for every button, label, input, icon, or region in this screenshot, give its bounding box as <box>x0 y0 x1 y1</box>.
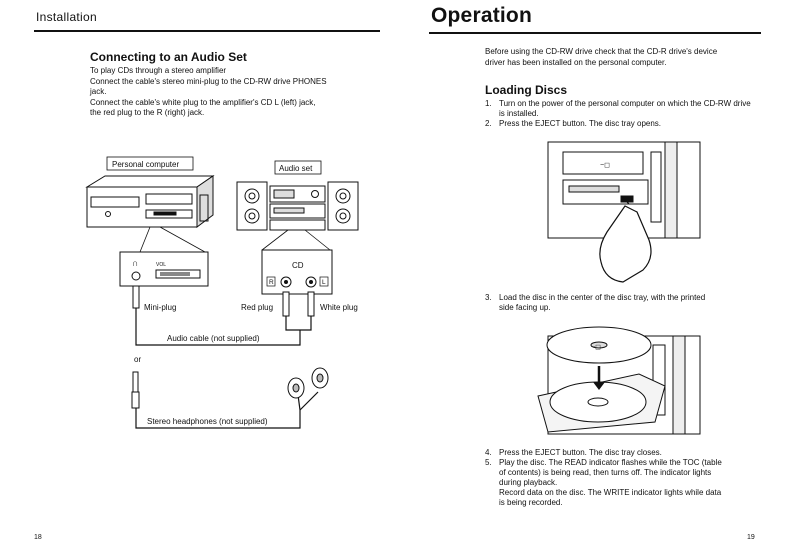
audio-connection-diagram: Personal computer Audio set <box>85 156 359 429</box>
header-rule <box>429 32 761 34</box>
intro-line: the red plug to the R (right) jack. <box>90 108 205 117</box>
arrowhead-icon <box>593 382 605 390</box>
cd-label: CD <box>292 261 304 270</box>
intro-line: To play CDs through a stereo amplifier <box>90 66 227 75</box>
headphones-label: Stereo headphones (not supplied) <box>147 417 268 426</box>
intro-line: driver has been installed on the persona… <box>485 57 667 67</box>
page-number-right: 19 <box>747 534 755 541</box>
intro-line: Connect the cable's white plug to the am… <box>90 97 316 107</box>
white-plug-icon <box>307 291 315 317</box>
red-plug-icon <box>282 291 290 317</box>
page-header-operation: Operation <box>431 4 532 27</box>
cd-jack-detail <box>261 249 333 295</box>
steps-list-bottom: 4. Press the EJECT button. The disc tray… <box>485 448 775 508</box>
audio-set-illustration <box>236 181 359 231</box>
audio-set-label-box <box>274 160 322 175</box>
step-5: 5. Play the disc. The READ indicator fla… <box>485 458 722 507</box>
steps-list-top: 1. Turn on the power of the personal com… <box>485 99 775 129</box>
intro-line: Connect the cable's stereo mini-plug to … <box>90 76 327 86</box>
page-header-installation: Installation <box>36 10 97 24</box>
svg-text:−◻: −◻ <box>600 162 610 169</box>
r-label: R <box>269 279 274 286</box>
or-label: or <box>134 355 141 364</box>
headphones-cable <box>135 391 319 429</box>
steps-list-middle: 3. Load the disc in the center of the di… <box>485 293 775 313</box>
pointing-hand-icon <box>599 195 652 283</box>
step-1: 1. Turn on the power of the personal com… <box>485 99 751 118</box>
audio-cable <box>135 308 312 346</box>
intro-paragraph: To play CDs through a stereo amplifier C… <box>90 66 327 119</box>
operation-intro: Before using the CD-RW drive check that … <box>485 47 717 68</box>
disc-loading-illustration: −◻ <box>537 326 701 435</box>
svg-text:−◻: −◻ <box>591 344 601 351</box>
step-4: 4. Press the EJECT button. The disc tray… <box>485 448 662 457</box>
l-label: L <box>322 279 326 286</box>
mini-plug-icon <box>132 285 140 309</box>
audio-set-label: Audio set <box>279 164 313 173</box>
pc-label-box <box>106 156 194 171</box>
vol-label: VOL <box>156 262 166 268</box>
intro-line: Before using the CD-RW drive check that … <box>485 47 718 56</box>
right-page: Operation Before using the CD-RW drive c… <box>393 0 786 546</box>
mini-plug-label: Mini-plug <box>144 303 176 312</box>
step-3: 3. Load the disc in the center of the di… <box>485 293 706 312</box>
personal-computer-illustration <box>85 175 215 228</box>
intro-line: jack. <box>90 87 107 96</box>
headphone-symbol-icon: ∩ <box>132 258 138 268</box>
headphones-plug-icon <box>131 371 140 409</box>
header-rule <box>34 30 380 32</box>
earbuds-icon <box>287 367 329 399</box>
pc-jack-detail <box>119 251 209 287</box>
section-title-loading-discs: Loading Discs <box>485 83 568 97</box>
eject-button-illustration: −◻ <box>547 141 701 283</box>
step-2: 2. Press the EJECT button. The disc tray… <box>485 119 662 128</box>
page-number-left: 18 <box>34 534 42 541</box>
left-page: Installation Connecting to an Audio Set … <box>34 10 380 541</box>
pc-label: Personal computer <box>112 160 179 169</box>
audio-cable-label: Audio cable (not supplied) <box>167 334 260 343</box>
white-plug-label: White plug <box>320 303 358 312</box>
red-plug-label: Red plug <box>241 303 273 312</box>
section-title-audio-set: Connecting to an Audio Set <box>90 50 247 64</box>
